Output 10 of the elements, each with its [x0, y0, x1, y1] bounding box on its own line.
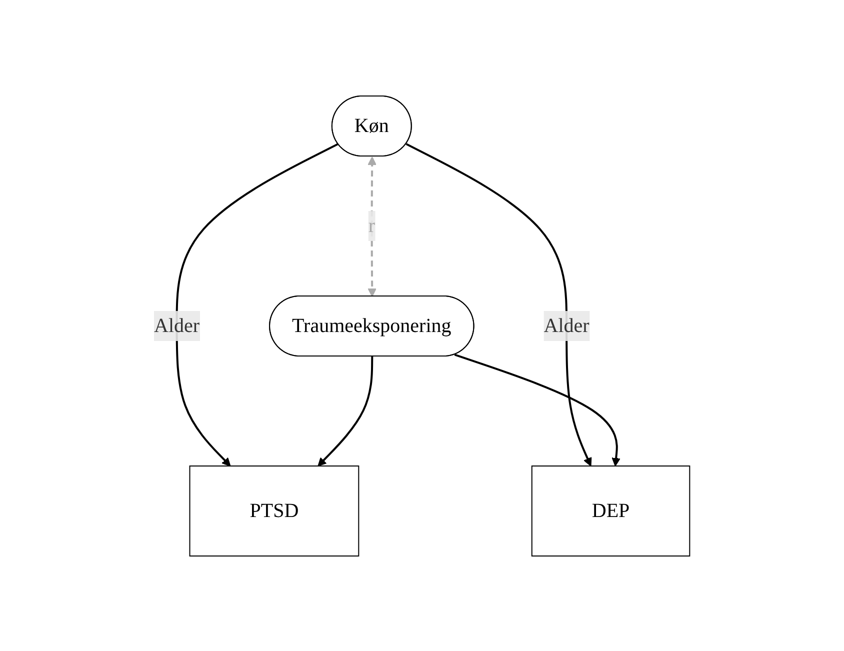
edge-label: r: [368, 214, 376, 236]
arrow: [368, 156, 377, 296]
edge-label: Alder: [154, 314, 200, 336]
edge-label: Alder: [544, 314, 590, 336]
node-box: DEP: [532, 465, 690, 556]
node-box: PTSD: [189, 465, 360, 556]
arrow: [454, 353, 621, 466]
arrow: [176, 142, 339, 466]
arrow: [318, 356, 374, 466]
arrow: [406, 142, 592, 466]
